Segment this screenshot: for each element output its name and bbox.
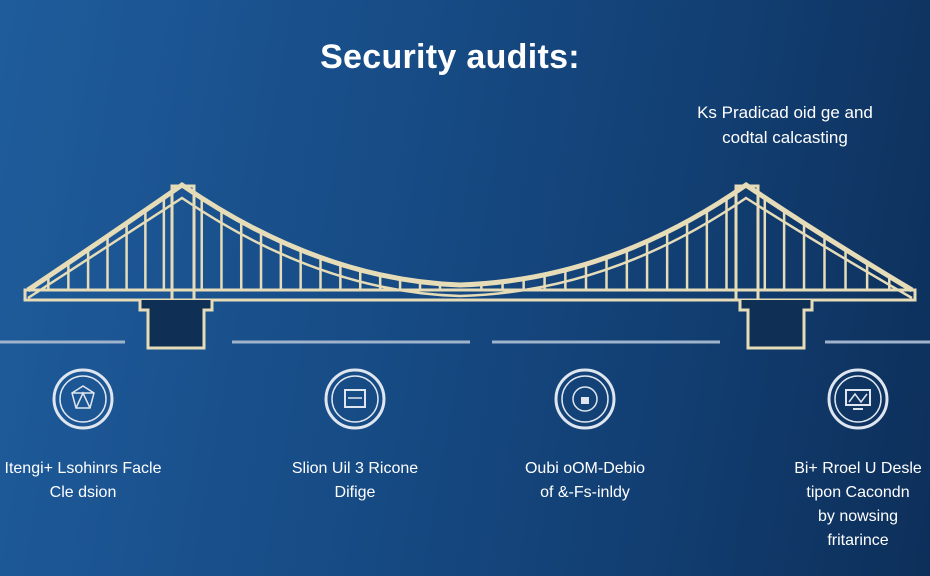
left-pier [138, 300, 214, 350]
bridge [23, 181, 917, 350]
monitor-icon [324, 368, 386, 430]
item-label: Slion Uil 3 Ricone [291, 460, 419, 477]
item-label: fritarince [827, 532, 889, 549]
suspender-cables [47, 197, 891, 290]
item-label: Itengi+ Lsohinrs Facle [4, 460, 162, 477]
item-label: Bi+ Rroel U Desle [794, 460, 922, 477]
item-label: Oubi oOM-Debio [524, 460, 646, 477]
item-label: Difige [334, 484, 376, 501]
secondary-cable [27, 196, 913, 300]
page-title: Security audits: [320, 38, 580, 76]
note-line: codtal calcasting [722, 128, 848, 147]
item-label: by nowsing [817, 508, 899, 525]
item-label: of &-Fs-inldy [540, 484, 630, 501]
annotation-note: Ks Pradicad oid ge and codtal calcasting [680, 100, 890, 150]
item-label: Cle dsion [49, 484, 117, 501]
right-pier [738, 300, 814, 350]
lock-badge-icon [554, 368, 616, 430]
main-cable [26, 181, 914, 293]
bridge-deck [23, 288, 917, 302]
item-label: tipon Cacondn [806, 484, 910, 501]
dashboard-icon [827, 368, 889, 430]
feature-item: Oubi oOM-Debio of &-Fs-inldy [475, 368, 695, 505]
shield-network-icon [52, 368, 114, 430]
feature-item: Bi+ Rroel U Desle tipon Cacondn by nowsing… [748, 368, 930, 553]
note-line: Ks Pradicad oid ge and [697, 103, 873, 122]
